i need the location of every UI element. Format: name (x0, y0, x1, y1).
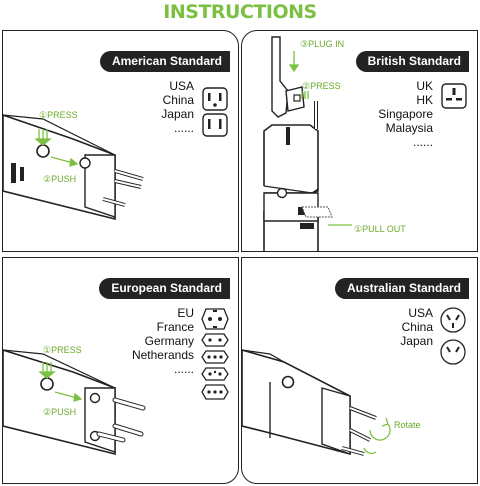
country-item: Netherands (131, 348, 194, 362)
country-item: EU (177, 306, 194, 320)
country-item: ...... (173, 121, 194, 135)
british-country-list: UK HK Singapore Malaysia ...... (378, 79, 433, 149)
australian-standard-header: Australian Standard (334, 278, 469, 299)
country-item: ...... (173, 362, 194, 376)
british-adapter-illustration (263, 36, 352, 251)
country-item: HK (416, 93, 433, 107)
australian-rotate-label: Rotate (394, 420, 421, 430)
british-step-plug-in-label: ③PLUG IN (300, 39, 345, 49)
british-step-press-label: ②PRESS (302, 81, 341, 91)
american-country-list: USA China Japan ...... (161, 79, 194, 135)
country-item: Germany (144, 334, 194, 348)
country-item: Malaysia (385, 121, 433, 135)
american-step-press-label: ①PRESS (39, 110, 78, 120)
australian-adapter-illustration (242, 349, 391, 456)
country-item: Japan (161, 107, 194, 121)
european-step-push-label: ②PUSH (43, 407, 77, 417)
panel-american-standard: American Standard USA China Japan ......… (2, 30, 239, 252)
country-item: China (162, 93, 194, 107)
british-step-pull-out-label: ①PULL OUT (354, 224, 406, 234)
country-item: Japan (400, 334, 433, 348)
country-item: USA (408, 306, 433, 320)
uk-socket-icon (441, 83, 467, 109)
page-title: INSTRUCTIONS (163, 1, 317, 23)
american-step-push-label: ②PUSH (43, 174, 77, 184)
american-adapter-illustration (3, 114, 144, 221)
country-item: France (156, 320, 194, 334)
panel-australian-standard: Australian Standard USA China Japan Rota… (241, 257, 478, 484)
country-item: ...... (412, 135, 433, 149)
panel-british-standard: British Standard UK HK Singapore Malaysi… (241, 30, 478, 252)
european-country-list: EU France Germany Netherands ...... (132, 306, 194, 376)
european-step-press-label: ①PRESS (43, 345, 82, 355)
country-item: USA (169, 79, 194, 93)
american-standard-header: American Standard (99, 51, 230, 72)
us-socket-icon (202, 87, 228, 137)
au-socket-icons (440, 307, 466, 365)
european-adapter-illustration (3, 349, 146, 456)
australian-country-list: USA China Japan (400, 306, 433, 348)
country-item: Singapore (378, 107, 433, 121)
european-standard-header: European Standard (99, 278, 230, 299)
eu-socket-icons (201, 308, 229, 400)
panel-european-standard: European Standard EU France Germany Neth… (2, 257, 239, 484)
country-item: UK (416, 79, 433, 93)
british-standard-header: British Standard (355, 51, 469, 72)
country-item: China (401, 320, 433, 334)
